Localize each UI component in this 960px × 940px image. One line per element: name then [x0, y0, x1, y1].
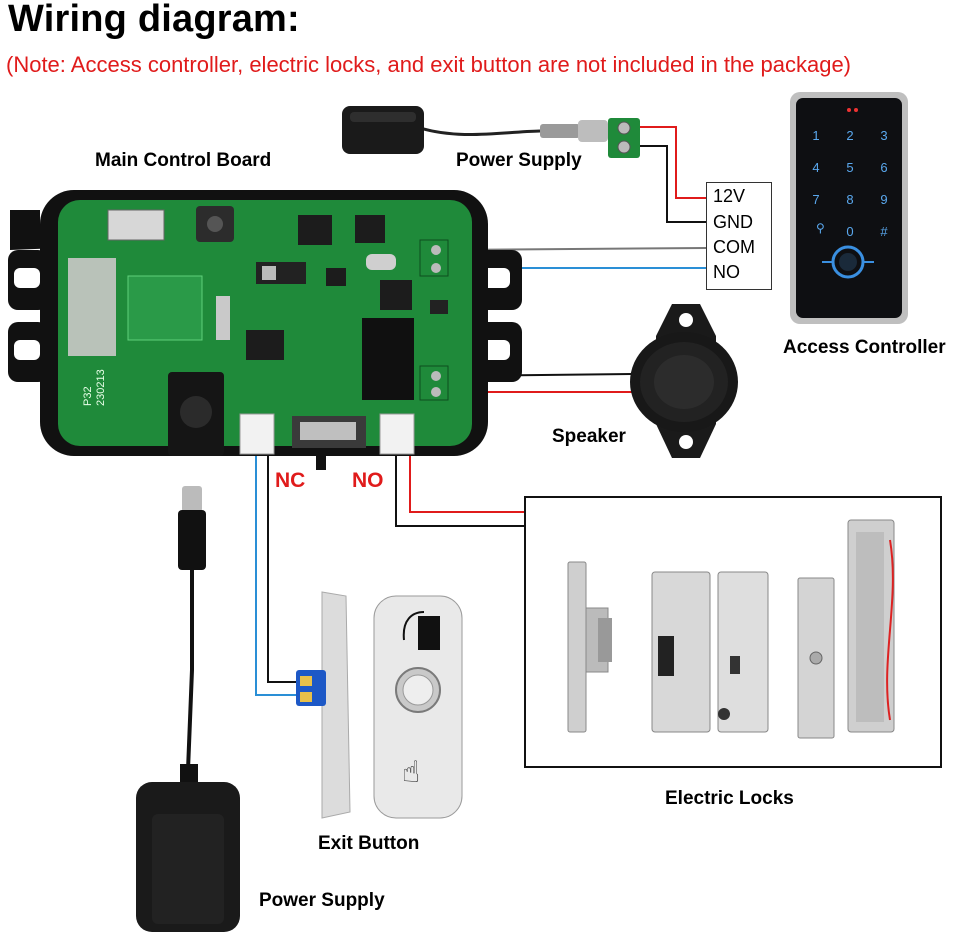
power-adapter-top: [342, 106, 640, 158]
hand-press-icon: ☝: [402, 755, 420, 790]
wire-gnd: [640, 145, 706, 223]
keypad-key: 0: [846, 224, 854, 239]
keypad-key: #: [880, 224, 888, 239]
wire-12v: [640, 126, 706, 199]
keypad-key: 8: [846, 192, 854, 207]
nc-label: NC: [275, 469, 306, 492]
terminal-gnd: GND: [713, 212, 753, 232]
package-note: (Note: Access controller, electric locks…: [6, 52, 852, 77]
keypad-key: 2: [846, 128, 854, 143]
electric-locks-label: Electric Locks: [665, 788, 794, 809]
exit-button-label: Exit Button: [318, 833, 420, 854]
keypad-key: 6: [880, 160, 888, 175]
main-board-label: Main Control Board: [95, 150, 272, 171]
terminal-com: COM: [713, 237, 755, 257]
keypad-key: 7: [812, 192, 820, 207]
electric-locks: [567, 519, 895, 739]
bell-icon: ⚲: [816, 221, 825, 235]
keypad-key: 1: [812, 128, 820, 143]
speaker: [630, 304, 738, 458]
terminal-label-box: 12V GND COM NO: [706, 182, 772, 290]
wire-com: [444, 247, 707, 251]
power-supply-top-label: Power Supply: [456, 150, 582, 171]
no-label: NO: [352, 469, 384, 492]
board-model-marking: P32: [82, 386, 94, 406]
page-title: Wiring diagram:: [8, 0, 300, 40]
exit-button-wires: [255, 440, 300, 696]
terminal-12v: 12V: [713, 186, 746, 206]
power-supply-top-cable: [419, 126, 541, 137]
terminal-no: NO: [713, 262, 740, 282]
keypad-key: 3: [880, 128, 888, 143]
board-date-marking: 230213: [95, 369, 107, 406]
keypad-key: 4: [812, 160, 820, 175]
access-controller-label: Access Controller: [783, 337, 946, 358]
exit-button: [296, 591, 463, 819]
speaker-label: Speaker: [552, 426, 626, 447]
power-adapter-bottom: [136, 486, 240, 932]
lock-wires: [395, 440, 524, 527]
keypad-key: 9: [880, 192, 888, 207]
main-control-board: [8, 190, 522, 470]
access-controller: ⚲: [790, 92, 908, 324]
keypad-key: 5: [846, 160, 854, 175]
power-supply-bottom-label: Power Supply: [259, 890, 385, 911]
keypad: 1 2 3 4 5 6 7 8 9 0 #: [800, 128, 900, 239]
electric-locks-frame: [524, 496, 942, 768]
keypad-key: [800, 224, 832, 239]
